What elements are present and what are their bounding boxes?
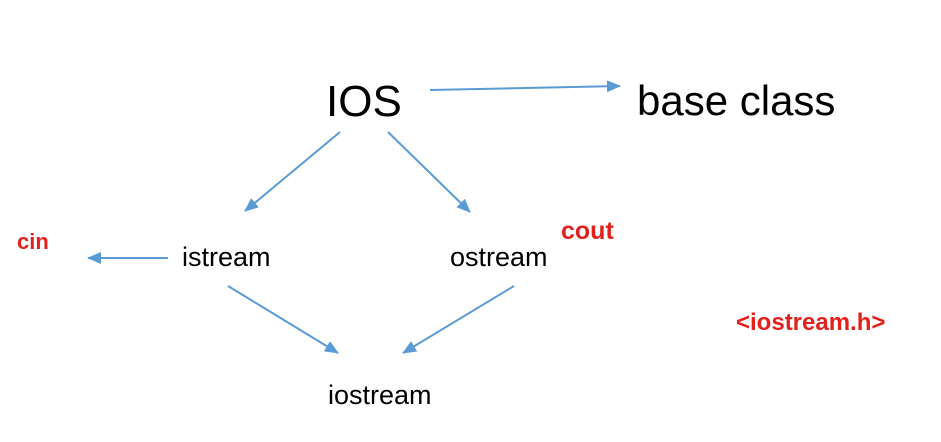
arrow-istream-to-iostream xyxy=(227,285,339,354)
label-header-file: <iostream.h> xyxy=(736,309,886,336)
label-cout: cout xyxy=(561,217,614,245)
label-cin: cin xyxy=(17,229,49,254)
arrow-ios-to-istream xyxy=(244,131,341,212)
label-base-class: base class xyxy=(637,77,836,124)
node-iostream: iostream xyxy=(328,380,432,410)
arrow-ostream-to-iostream xyxy=(402,285,515,354)
arrow-ios-to-base-class xyxy=(429,80,621,93)
node-istream: istream xyxy=(182,242,271,272)
node-ios: IOS xyxy=(326,77,402,126)
node-ostream: ostream xyxy=(450,242,548,272)
arrow-ios-to-ostream xyxy=(387,131,471,213)
